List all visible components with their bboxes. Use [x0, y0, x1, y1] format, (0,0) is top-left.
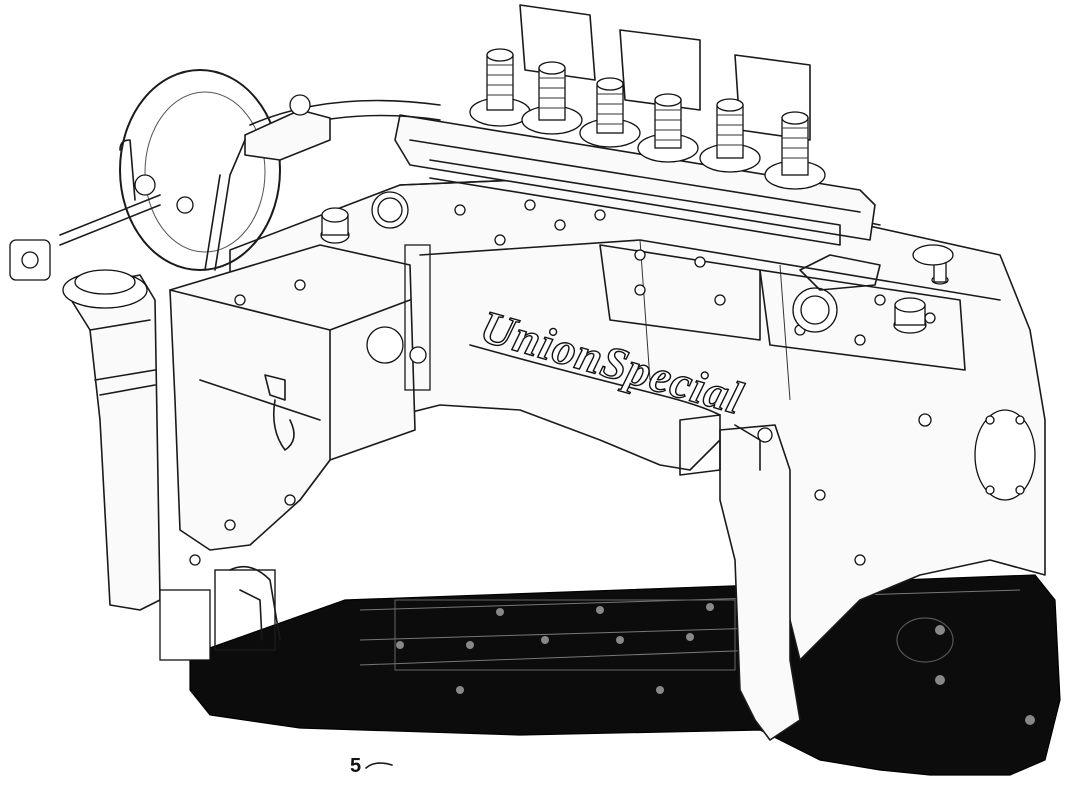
machine-arm	[229, 174, 1046, 661]
needle-bar-cylinder	[62, 269, 281, 661]
callout-5: 5	[350, 755, 393, 777]
thread-tension-assembly	[394, 4, 881, 291]
callout-number: 5	[350, 755, 361, 777]
handwheel-and-guides	[9, 69, 441, 281]
machine-head	[169, 244, 431, 566]
machine-column	[679, 414, 801, 741]
machine-base	[189, 574, 1061, 776]
